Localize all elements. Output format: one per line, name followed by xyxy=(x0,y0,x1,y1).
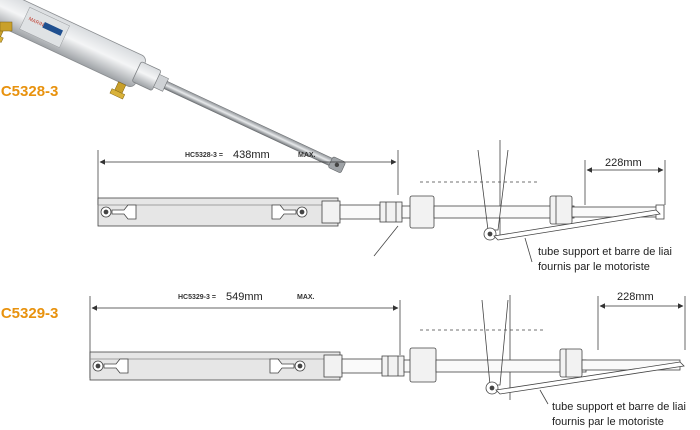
section2-stroke-value: 228mm xyxy=(617,291,654,303)
section1-dim-model: HC5328-3 = xyxy=(185,152,223,159)
photo-fitting-2 xyxy=(109,81,127,100)
section1-dim-max: MAX. xyxy=(298,152,316,159)
photo-fitting-edge xyxy=(0,21,13,32)
section1-drawing xyxy=(97,140,666,263)
section2-dim-max: MAX. xyxy=(297,294,315,301)
section2-drawing xyxy=(89,295,686,405)
section2-dim-model: HC5329-3 = xyxy=(178,294,216,301)
section1-note-line2: fournis par le motoriste xyxy=(538,261,650,273)
section2-dim-value: 549mm xyxy=(226,291,263,303)
section1-dim-value: 438mm xyxy=(233,149,270,161)
section2-note-line2: fournis par le motoriste xyxy=(552,416,664,428)
section1-stroke-value: 228mm xyxy=(605,157,642,169)
section1-note-line1: tube support et barre de liai xyxy=(538,246,672,258)
model-label-1: HC5328-3 xyxy=(0,83,58,100)
model-label-2: HC5329-3 xyxy=(0,305,58,322)
product-photo: MARINE xyxy=(0,0,346,173)
section2-note-line1: tube support et barre de liai xyxy=(552,401,686,413)
